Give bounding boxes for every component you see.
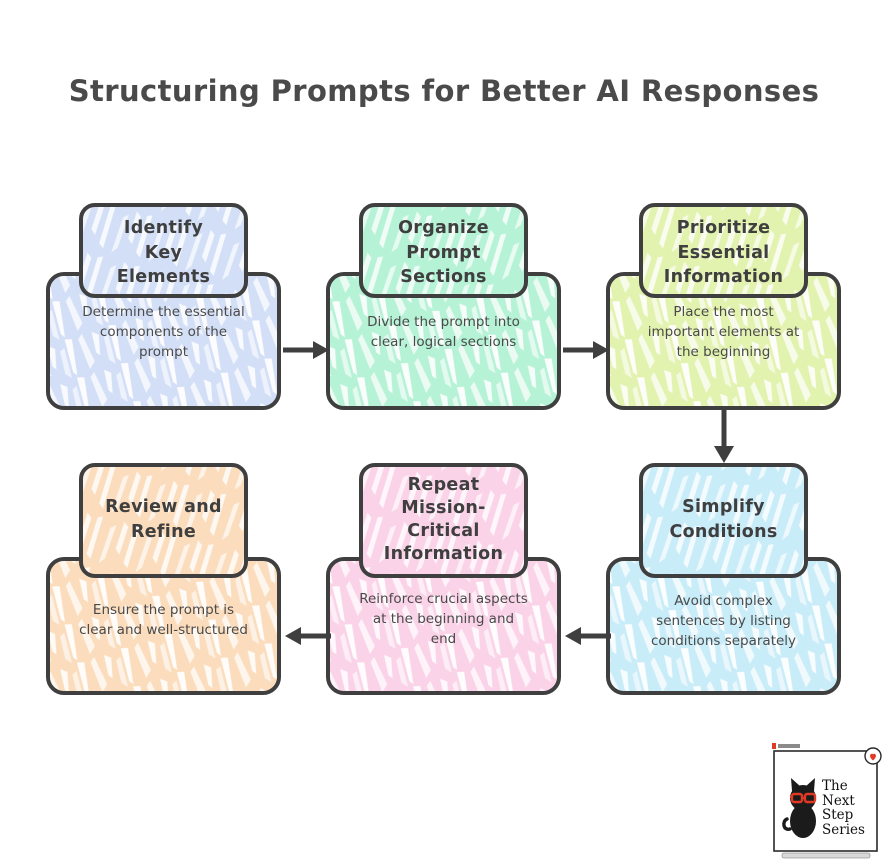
logo-bottom-bar — [781, 852, 871, 859]
logo-tag-mark — [772, 743, 776, 749]
page-title: Structuring Prompts for Better AI Respon… — [68, 74, 820, 108]
logo-text: The Next Step Series — [822, 779, 883, 837]
cat-with-glasses-icon — [782, 778, 817, 838]
arrow-card5-to-card6 — [285, 627, 331, 645]
card-body-text-1: Determine the essential components of th… — [82, 304, 245, 360]
card-body-text-6: Ensure the prompt is clear and well-stru… — [79, 602, 248, 638]
card-heading-text-5: Repeat Mission- Critical Information — [383, 475, 504, 564]
arrow-card4-to-card5 — [565, 627, 611, 645]
card-body-text-3: Place the most important elements at the… — [647, 304, 800, 360]
arrow-card2-to-card3 — [563, 341, 609, 359]
card-body-text-2: Divide the prompt into clear, logical se… — [367, 314, 520, 350]
card-heading-6: Review and Refine — [79, 463, 248, 578]
watermark-logo[interactable]: The Next Step Series — [768, 741, 883, 860]
logo-text-line3: Series — [822, 821, 865, 838]
heart-icon — [870, 753, 876, 761]
card-body-text-5: Reinforce crucial aspects at the beginni… — [359, 591, 528, 647]
logo-tag-text — [778, 744, 800, 748]
card-heading-text-2: Organize Prompt Sections — [398, 218, 489, 287]
logo-text-line1: The — [822, 778, 848, 794]
card-body-text-4: Avoid complex sentences by listing condi… — [650, 593, 797, 649]
arrow-card3-to-card4 — [714, 410, 734, 463]
card-heading-text-4: Simplify Conditions — [669, 497, 778, 542]
card-heading-text-6: Review and Refine — [105, 497, 222, 542]
card-heading-5: Repeat Mission- Critical Information — [359, 463, 528, 578]
card-heading-text-1: Identify Key Elements — [116, 218, 211, 287]
card-heading-text-3: Prioritize Essential Information — [663, 218, 784, 287]
card-heading-2: Organize Prompt Sections — [359, 203, 528, 298]
logo-graphic — [772, 743, 882, 859]
card-heading-3: Prioritize Essential Information — [639, 203, 808, 298]
card-heading-1: Identify Key Elements — [79, 203, 248, 298]
logo-text-line2: Next Step — [822, 792, 855, 823]
arrow-card1-to-card2 — [283, 341, 329, 359]
card-heading-4: Simplify Conditions — [639, 463, 808, 578]
